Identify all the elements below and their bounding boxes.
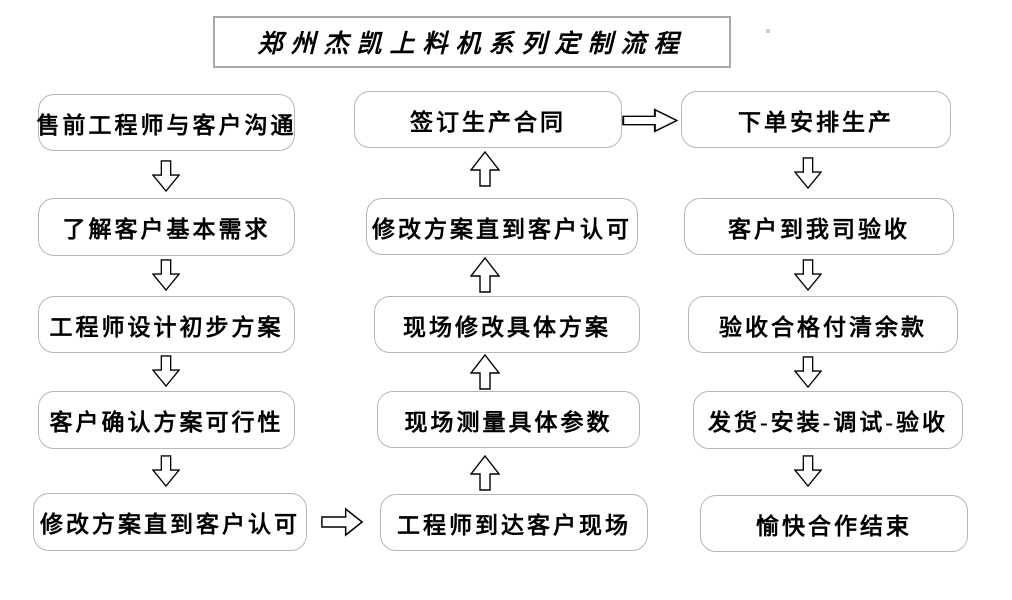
flow-node-middle-4: 现场测量具体参数 — [377, 391, 640, 448]
up-arrow-icon — [470, 455, 500, 491]
flow-node-left-1: 售前工程师与客户沟通 — [37, 94, 295, 151]
flow-node-left-4: 客户确认方案可行性 — [38, 391, 295, 449]
flow-node-left-2: 了解客户基本需求 — [38, 198, 295, 256]
right-arrow-icon — [321, 507, 363, 537]
flow-node-right-2: 客户到我司验收 — [684, 198, 954, 255]
down-arrow-icon — [152, 160, 180, 192]
flow-node-right-5: 愉快合作结束 — [700, 495, 968, 552]
up-arrow-icon — [470, 151, 500, 187]
down-arrow-icon — [152, 455, 180, 487]
down-arrow-icon — [794, 356, 822, 388]
flow-node-middle-3: 现场修改具体方案 — [374, 296, 640, 353]
down-arrow-icon — [152, 259, 180, 291]
flow-node-left-5: 修改方案直到客户认可 — [33, 493, 307, 551]
flow-node-middle-5: 工程师到达客户现场 — [380, 494, 648, 551]
flow-node-left-3: 工程师设计初步方案 — [38, 296, 295, 353]
flowchart-title: 郑州杰凯上料机系列定制流程 — [213, 16, 731, 68]
down-arrow-icon — [152, 355, 180, 387]
right-arrow-icon — [622, 108, 678, 133]
flow-node-middle-1: 签订生产合同 — [354, 91, 622, 148]
down-arrow-icon — [794, 157, 822, 189]
down-arrow-icon — [794, 259, 822, 291]
anchor-dot — [766, 29, 770, 33]
up-arrow-icon — [470, 354, 500, 390]
flow-node-right-3: 验收合格付清余款 — [688, 296, 958, 353]
flow-node-right-4: 发货-安装-调试-验收 — [693, 391, 963, 449]
down-arrow-icon — [794, 455, 822, 487]
flow-node-right-1: 下单安排生产 — [681, 91, 951, 148]
up-arrow-icon — [470, 257, 500, 293]
flow-node-middle-2: 修改方案直到客户认可 — [366, 198, 638, 255]
